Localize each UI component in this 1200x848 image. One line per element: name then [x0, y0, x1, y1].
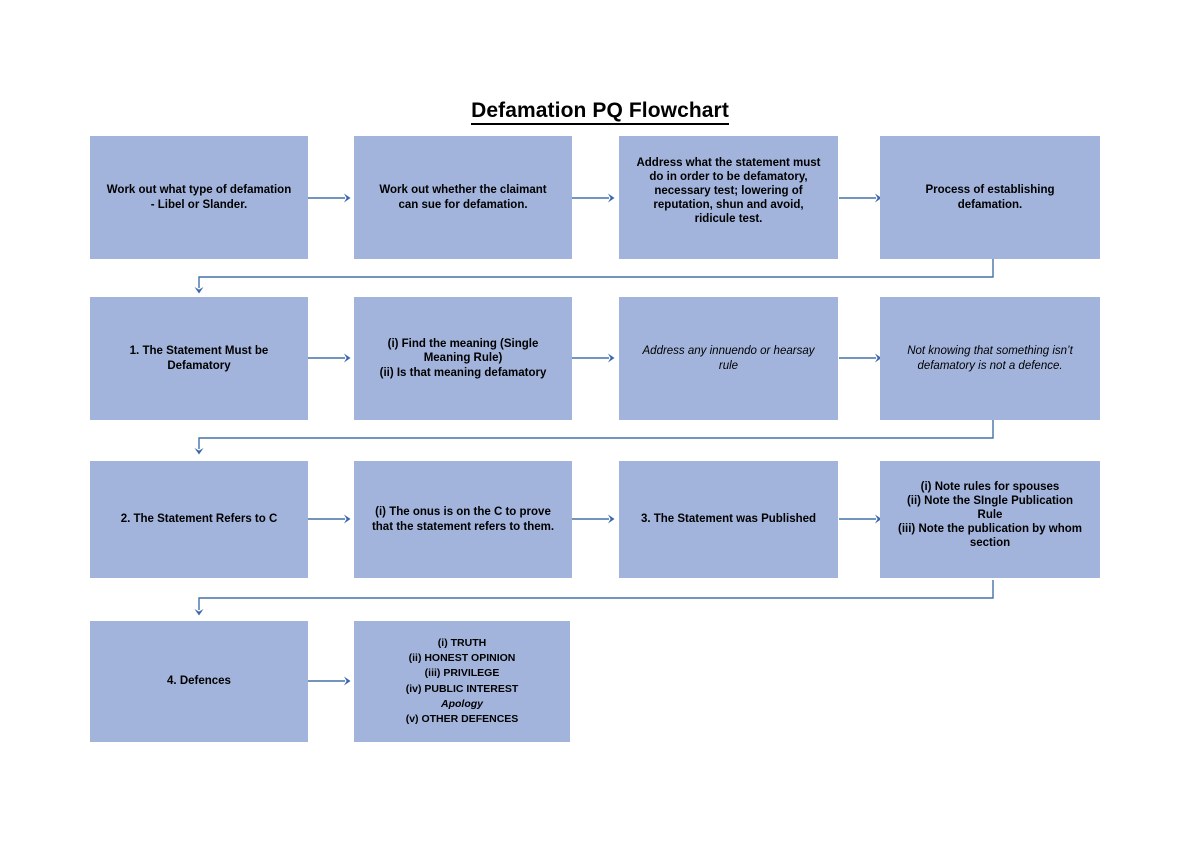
defence-item-honest-opinion: (ii) HONEST OPINION: [408, 652, 516, 665]
node-line: Process of establishing: [925, 184, 1055, 197]
node-line: that the statement refers to them.: [371, 520, 555, 533]
node-line: Defamatory: [167, 359, 231, 372]
node-line: (iii) Note the publication by whom: [898, 523, 1082, 536]
node-line: (ii) Note the SIngle Publication: [906, 495, 1074, 508]
node-line: ridicule test.: [694, 213, 763, 226]
defence-item-apology: Apology: [441, 697, 483, 710]
node-line: (ii) Is that meaning defamatory: [379, 366, 547, 379]
node-line: (i) Note rules for spouses: [920, 481, 1060, 493]
node-line: 2. The Statement Refers to C: [120, 513, 278, 526]
defence-item-privilege: (iii) PRIVILEGE: [424, 667, 500, 680]
node-onus-is-on-the-c[interactable]: (i) The onus is on the C to prove that t…: [354, 461, 572, 578]
node-line: 1. The Statement Must be: [129, 345, 269, 358]
node-line: can sue for defamation.: [398, 198, 528, 211]
node-line: - Libel or Slander.: [150, 198, 248, 211]
node-line: defamatory is not a defence.: [917, 359, 1063, 372]
node-innuendo-or-hearsay-rule[interactable]: Address any innuendo or hearsay rule: [619, 297, 838, 420]
node-line: 3. The Statement was Published: [640, 513, 817, 526]
node-line: Meaning Rule): [423, 352, 503, 365]
node-statement-must-be-defamatory[interactable]: 1. The Statement Must be Defamatory: [90, 297, 308, 420]
node-line: 4. Defences: [167, 675, 231, 688]
arrow-row1-to-row2-wrap: [194, 259, 994, 294]
node-line: defamation.: [957, 198, 1023, 211]
node-defences-list[interactable]: (i) TRUTH (ii) HONEST OPINION (iii) PRIV…: [354, 621, 570, 742]
node-publication-notes[interactable]: (i) Note rules for spouses (ii) Note the…: [880, 461, 1100, 578]
node-process-of-establishing-defamation[interactable]: Process of establishing defamation.: [880, 136, 1100, 259]
node-line: (i) The onus is on the C to prove: [375, 506, 551, 519]
arrow-row3-to-row4-wrap: [194, 580, 994, 616]
node-line: Work out whether the claimant: [379, 184, 547, 197]
page-title: Defamation PQ Flowchart: [0, 99, 1200, 125]
node-work-out-type-of-defamation[interactable]: Work out what type of defamation - Libel…: [90, 136, 308, 259]
node-line: do in order to be defamatory,: [649, 171, 808, 184]
defence-item-public-interest: (iv) PUBLIC INTEREST: [405, 682, 519, 695]
page-title-text: Defamation PQ Flowchart: [471, 99, 729, 125]
node-line: Work out what type of defamation: [106, 184, 292, 197]
node-work-out-whether-claimant-can-sue[interactable]: Work out whether the claimant can sue fo…: [354, 136, 572, 259]
node-address-what-statement-must-do[interactable]: Address what the statement must do in or…: [619, 136, 838, 259]
node-defences[interactable]: 4. Defences: [90, 621, 308, 742]
node-line: Address any innuendo or hearsay: [642, 345, 815, 358]
defence-item-other-defences: (v) OTHER DEFENCES: [405, 712, 519, 725]
node-line: necessary test; lowering of: [654, 185, 803, 198]
node-not-knowing-is-not-a-defence[interactable]: Not knowing that something isn’t defamat…: [880, 297, 1100, 420]
node-statement-was-published[interactable]: 3. The Statement was Published: [619, 461, 838, 578]
node-line: Address what the statement must: [636, 157, 821, 169]
arrow-row2-to-row3-wrap: [194, 420, 994, 455]
node-line: rule: [718, 359, 739, 372]
node-line: Not knowing that something isn’t: [907, 345, 1073, 358]
node-line: section: [969, 537, 1011, 550]
defence-item-truth: (i) TRUTH: [437, 636, 487, 649]
node-statement-refers-to-c[interactable]: 2. The Statement Refers to C: [90, 461, 308, 578]
node-find-the-meaning[interactable]: (i) Find the meaning (Single Meaning Rul…: [354, 297, 572, 420]
node-line: reputation, shun and avoid,: [653, 199, 804, 212]
node-line: Rule: [977, 509, 1003, 522]
node-line: (i) Find the meaning (Single: [387, 338, 539, 351]
